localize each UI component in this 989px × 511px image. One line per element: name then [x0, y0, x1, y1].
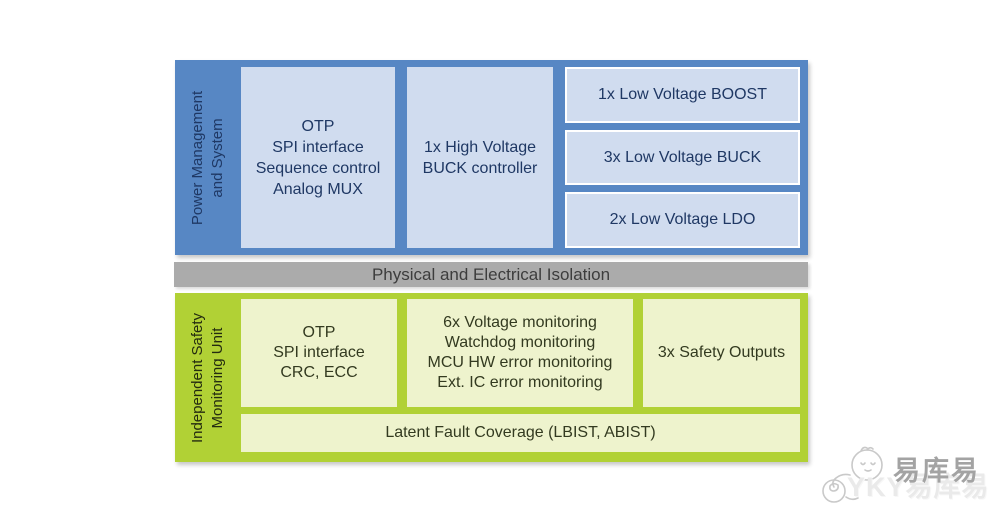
- safety-outputs-block: 3x Safety Outputs: [643, 299, 800, 407]
- monitoring-line: MCU HW error monitoring: [427, 354, 613, 371]
- power-control-line: Sequence control: [255, 159, 381, 177]
- power-control-line: SPI interface: [272, 138, 364, 156]
- monitoring-line: Ext. IC error monitoring: [437, 374, 603, 391]
- safety-control-line: CRC, ECC: [280, 364, 358, 381]
- watermark-brand-text: 易库易: [893, 456, 980, 486]
- power-section-title: Power Management and System: [188, 90, 228, 224]
- isolation-bar: Physical and Electrical Isolation: [174, 262, 808, 287]
- low-voltage-buck-block: 3x Low Voltage BUCK: [565, 129, 800, 186]
- safety-section-sidebar: Independent Safety Monitoring Unit: [175, 293, 241, 462]
- power-control-line: Analog MUX: [273, 180, 363, 198]
- high-voltage-buck-controller-block: 1x High Voltage BUCK controller: [407, 67, 553, 248]
- buck-controller-line: 1x High Voltage: [423, 138, 537, 156]
- watermark-subtext: YKY易库易: [847, 472, 989, 502]
- power-section-content: OTP SPI interface Sequence control Analo…: [241, 60, 808, 255]
- safety-section-content: OTP SPI interface CRC, ECC 6x Voltage mo…: [241, 293, 808, 462]
- safety-control-line: SPI interface: [273, 344, 365, 361]
- power-management-section: Power Management and System OTP SPI inte…: [175, 60, 808, 255]
- safety-monitoring-section: Independent Safety Monitoring Unit OTP S…: [175, 293, 808, 462]
- safety-control-line: OTP: [302, 324, 336, 341]
- power-section-title-line2: and System: [209, 117, 226, 198]
- safety-section-title: Independent Safety Monitoring Unit: [188, 312, 228, 442]
- power-control-block: OTP SPI interface Sequence control Analo…: [241, 67, 395, 248]
- bird-logo-icon: [822, 446, 883, 503]
- low-voltage-ldo-block: 2x Low Voltage LDO: [565, 192, 800, 249]
- safety-section-title-line1: Independent Safety: [189, 312, 206, 443]
- safety-section-row: OTP SPI interface CRC, ECC 6x Voltage mo…: [241, 299, 800, 407]
- monitoring-block: 6x Voltage monitoring Watchdog monitorin…: [407, 299, 633, 407]
- latent-fault-coverage-block: Latent Fault Coverage (LBIST, ABIST): [241, 414, 800, 452]
- power-section-title-line1: Power Management: [189, 90, 206, 225]
- monitoring-line: 6x Voltage monitoring: [443, 314, 597, 331]
- regulator-column: 1x Low Voltage BOOST 3x Low Voltage BUCK…: [565, 67, 800, 249]
- safety-control-block: OTP SPI interface CRC, ECC: [241, 299, 397, 407]
- power-control-line: OTP: [301, 117, 335, 135]
- low-voltage-boost-block: 1x Low Voltage BOOST: [565, 67, 800, 123]
- safety-section-title-line2: Monitoring Unit: [209, 327, 226, 428]
- monitoring-line: Watchdog monitoring: [444, 334, 596, 351]
- power-section-sidebar: Power Management and System: [175, 60, 241, 255]
- buck-controller-line: BUCK controller: [422, 159, 538, 177]
